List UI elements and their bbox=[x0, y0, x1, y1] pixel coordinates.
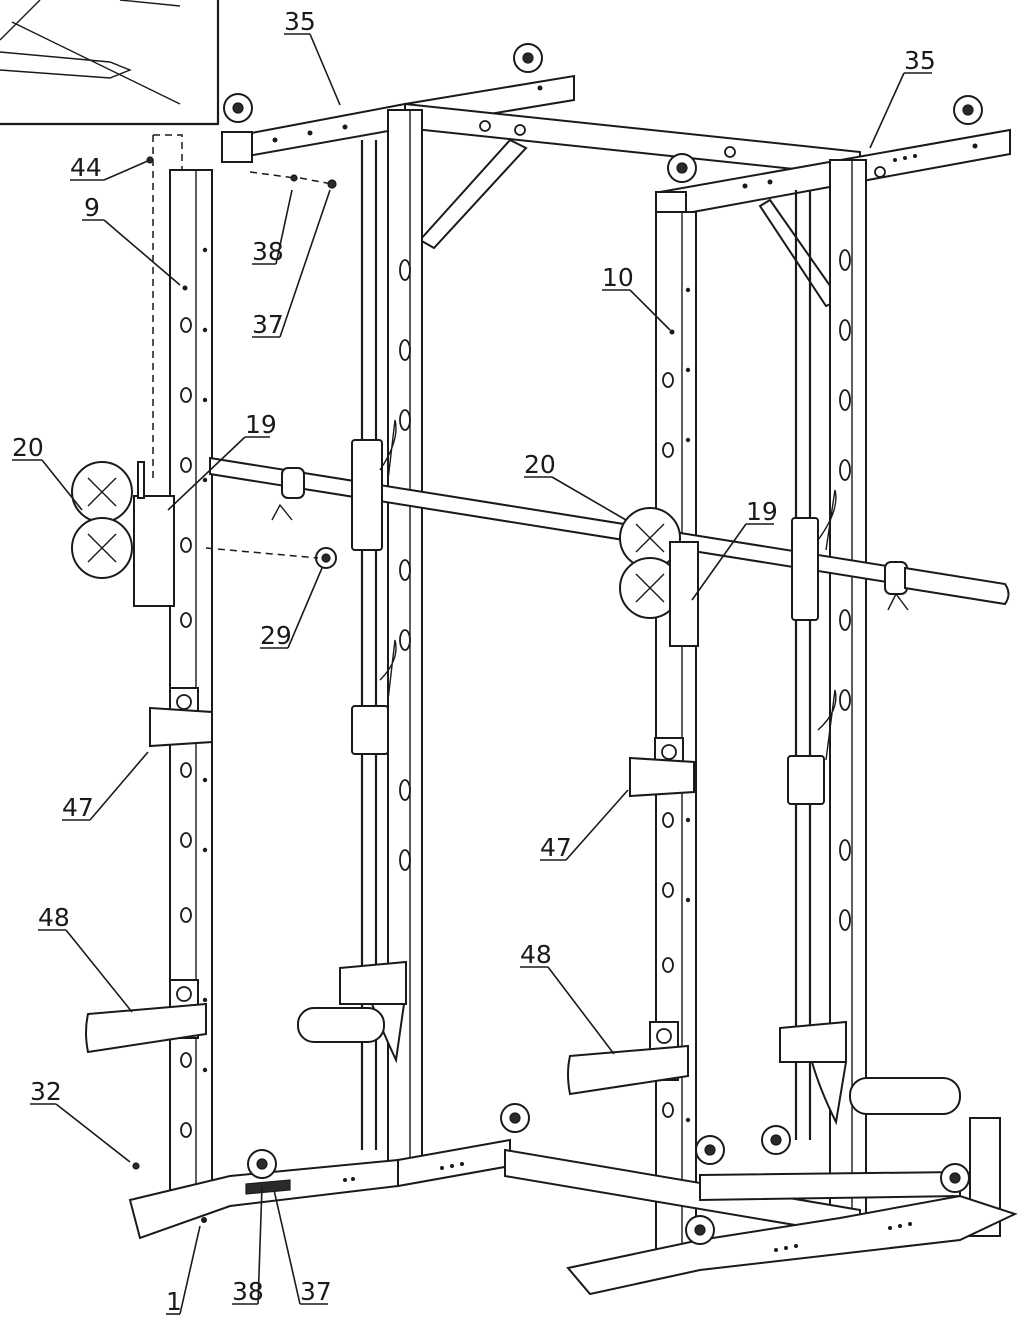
upright-holes bbox=[180, 247, 851, 1138]
j-hooks bbox=[149, 687, 695, 798]
callout-leaders bbox=[12, 33, 932, 1315]
callout-19-left: 19 bbox=[245, 410, 277, 439]
callout-48-left: 48 bbox=[38, 903, 70, 932]
callout-29: 29 bbox=[260, 621, 292, 650]
pulley-assembly-right bbox=[619, 507, 699, 647]
callout-35-right: 35 bbox=[904, 46, 936, 75]
spotter-arms bbox=[85, 979, 689, 1096]
callout-48-right: 48 bbox=[520, 940, 552, 969]
callout-19-right: 19 bbox=[746, 497, 778, 526]
uprights bbox=[169, 109, 867, 1263]
callout-9: 9 bbox=[84, 193, 100, 222]
callout-32: 32 bbox=[30, 1077, 62, 1106]
pulley-assembly-left bbox=[71, 461, 175, 607]
top-pulleys bbox=[223, 43, 983, 183]
top-frame bbox=[221, 74, 1011, 308]
callout-38-top: 38 bbox=[252, 237, 284, 266]
callout-35-left: 35 bbox=[284, 7, 316, 36]
assembly-lines bbox=[132, 134, 337, 1195]
callout-37-bottom: 37 bbox=[300, 1277, 332, 1306]
callout-37-top: 37 bbox=[252, 310, 284, 339]
barbell bbox=[209, 456, 1010, 611]
callout-10: 10 bbox=[602, 263, 634, 292]
base-pulleys bbox=[247, 1103, 970, 1245]
callout-20-left: 20 bbox=[12, 433, 44, 462]
callout-47-right: 47 bbox=[540, 833, 572, 862]
stop-collar bbox=[315, 547, 337, 569]
inset-detail-box bbox=[0, 0, 220, 126]
callout-38-bottom: 38 bbox=[232, 1277, 264, 1306]
callout-1: 1 bbox=[166, 1287, 182, 1316]
callout-44: 44 bbox=[70, 153, 102, 182]
callout-20-right: 20 bbox=[524, 450, 556, 479]
smith-carriages bbox=[351, 419, 837, 805]
base-frame bbox=[128, 1138, 1018, 1296]
callout-47-left: 47 bbox=[62, 793, 94, 822]
callout-labels: 35 35 44 9 38 37 10 20 19 20 19 29 47 47… bbox=[12, 7, 936, 1316]
